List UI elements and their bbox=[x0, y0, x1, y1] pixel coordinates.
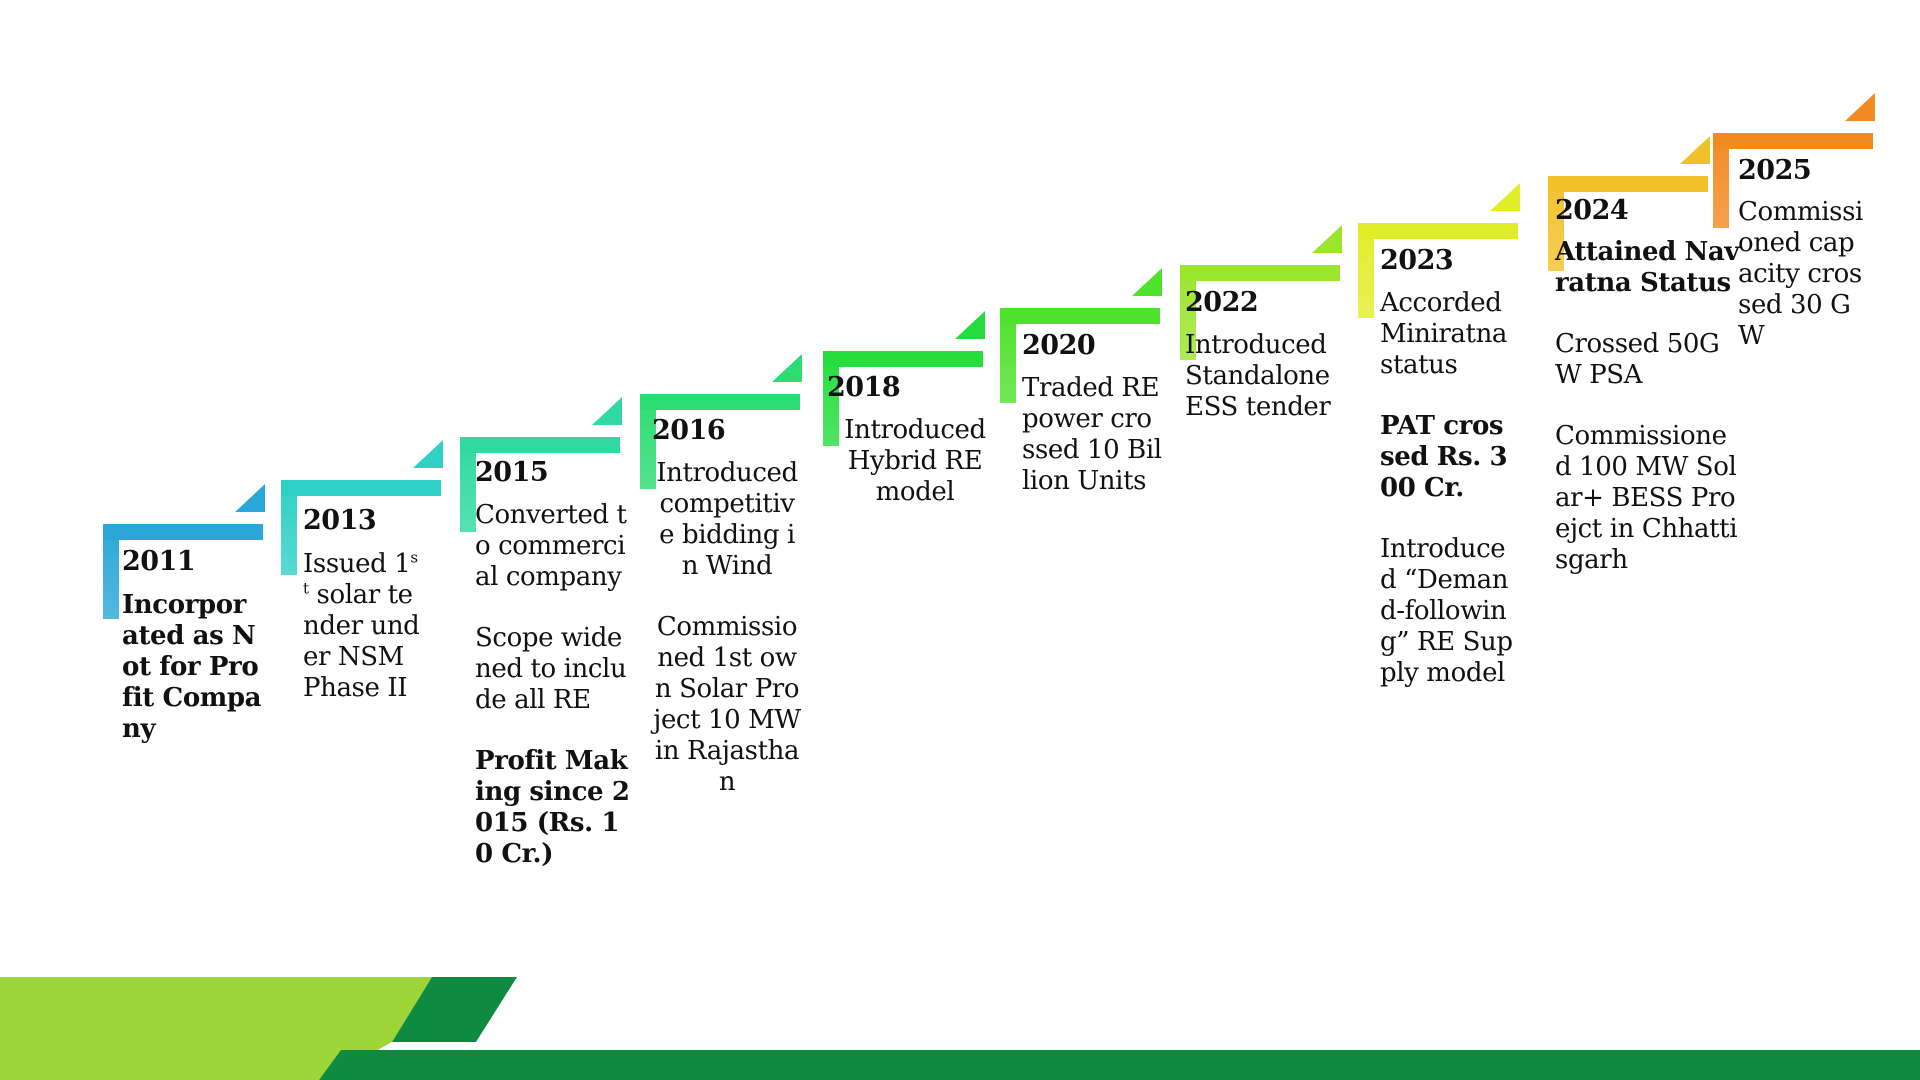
step-bar-horizontal bbox=[460, 437, 620, 453]
milestone-event: Accorded Miniratna status bbox=[1380, 288, 1508, 380]
milestone-event: Scope widened to include all RE bbox=[475, 623, 627, 715]
step-arrow-triangle bbox=[1845, 93, 1875, 121]
milestone-description: Commissioned capacity crossed 30 GW bbox=[1738, 197, 1868, 382]
step-arrow-triangle bbox=[1680, 136, 1710, 164]
milestone-year: 2022 bbox=[1185, 287, 1259, 318]
step-arrow-triangle bbox=[1312, 225, 1342, 253]
milestone-year: 2025 bbox=[1738, 155, 1812, 186]
milestone-year: 2018 bbox=[827, 372, 901, 403]
milestone-description: Introduced Standalone ESS tender bbox=[1185, 330, 1335, 453]
milestone-description: Traded RE power crossed 10 Billion Units bbox=[1022, 373, 1162, 527]
footer-dark-wedge bbox=[392, 977, 517, 1042]
step-arrow-triangle bbox=[1132, 268, 1162, 296]
step-bar-horizontal bbox=[640, 394, 800, 410]
step-bar-vertical bbox=[1180, 265, 1196, 360]
footer-light-band bbox=[0, 977, 432, 1080]
step-bar-vertical bbox=[460, 437, 476, 532]
milestone-event: Traded RE power crossed 10 Billion Units bbox=[1022, 373, 1162, 496]
step-bar-vertical bbox=[640, 394, 656, 489]
milestone-year: 2013 bbox=[303, 505, 377, 536]
step-bar-vertical bbox=[1358, 223, 1374, 318]
step-bar-vertical bbox=[1713, 133, 1729, 228]
milestone-event: Introduced competitive bidding in Wind bbox=[656, 458, 798, 581]
milestone-event: Issued 1st solar tender under NSM Phase … bbox=[303, 548, 420, 703]
step-bar-horizontal bbox=[1713, 133, 1873, 149]
step-arrow-triangle bbox=[955, 311, 985, 339]
milestone-event: Commissioned capacity crossed 30 GW bbox=[1738, 197, 1863, 351]
step-arrow-triangle bbox=[413, 440, 443, 468]
milestone-event: PAT crossed Rs. 300 Cr. bbox=[1380, 411, 1508, 503]
milestone-event: Incorporated as Not for Profit Company bbox=[122, 590, 262, 744]
step-bar-vertical bbox=[281, 480, 297, 575]
step-bar-vertical bbox=[1548, 176, 1564, 271]
step-bar-vertical bbox=[103, 524, 119, 619]
step-arrow-triangle bbox=[1490, 183, 1520, 211]
milestone-event: Crossed 50GW PSA bbox=[1555, 329, 1720, 390]
step-bar-horizontal bbox=[1358, 223, 1518, 239]
milestone-year: 2020 bbox=[1022, 330, 1096, 361]
milestone-year: 2024 bbox=[1555, 195, 1629, 226]
step-arrow-triangle bbox=[772, 354, 802, 382]
milestone-event: Profit Making since 2015 (Rs. 10 Cr.) bbox=[475, 746, 630, 869]
step-bar-horizontal bbox=[1000, 308, 1160, 324]
milestone-event: Attained Navratna Status bbox=[1555, 237, 1740, 298]
milestone-event: Introduced “Demand-following” RE Supply … bbox=[1380, 534, 1513, 688]
step-bar-horizontal bbox=[281, 480, 441, 496]
milestone-event: Commissioned 100 MW Solar+ BESS Proejct … bbox=[1555, 421, 1738, 575]
footer-white-gap bbox=[325, 1042, 476, 1080]
step-bar-vertical bbox=[1000, 308, 1016, 403]
milestone-year: 2023 bbox=[1380, 245, 1454, 276]
milestone-event: Converted to commercial company bbox=[475, 500, 627, 592]
milestone-description: Issued 1st solar tender under NSM Phase … bbox=[303, 549, 423, 734]
step-arrow-triangle bbox=[592, 397, 622, 425]
step-bar-horizontal bbox=[103, 524, 263, 540]
milestone-event: Introduced Hybrid RE model bbox=[844, 415, 986, 507]
milestone-description: Incorporated as Not for Profit Company bbox=[122, 590, 262, 775]
milestone-description: Introduced Hybrid RE model bbox=[840, 415, 990, 538]
step-bar-horizontal bbox=[823, 351, 983, 367]
step-bar-horizontal bbox=[1548, 176, 1708, 192]
milestone-year: 2015 bbox=[475, 457, 549, 488]
step-bar-horizontal bbox=[1180, 265, 1340, 281]
milestone-year: 2011 bbox=[122, 546, 196, 577]
milestone-year: 2016 bbox=[652, 415, 726, 446]
milestone-event: Commissioned 1st own Solar Project 10 MW… bbox=[653, 612, 801, 797]
footer-dark-band bbox=[319, 1050, 1920, 1080]
milestone-event: Introduced Standalone ESS tender bbox=[1185, 330, 1331, 422]
step-bar-vertical bbox=[823, 351, 839, 446]
step-arrow-triangle bbox=[235, 484, 265, 512]
